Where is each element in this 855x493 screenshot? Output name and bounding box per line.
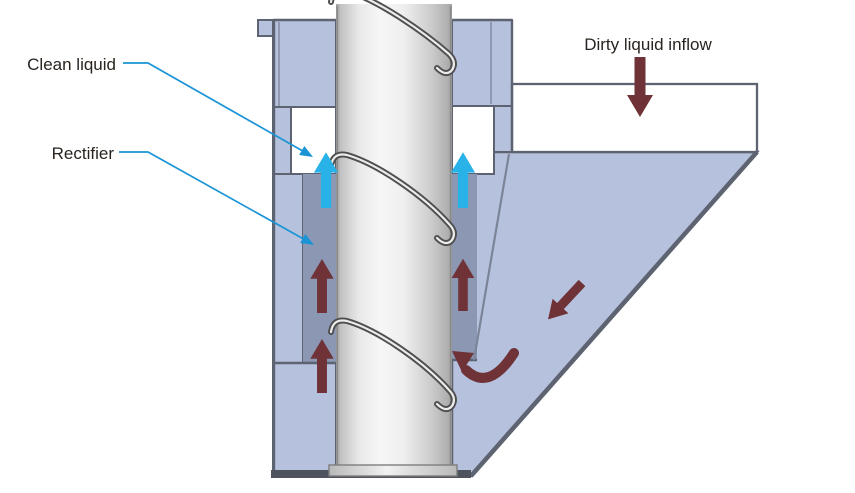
- funnel-outer-edge: [469, 150, 759, 478]
- leader-lines: [119, 62, 310, 243]
- spiral-turn-top-highlight: [329, 0, 456, 75]
- left-mid-panel: [272, 173, 304, 364]
- diagram-labels: Clean liquid Rectifier Dirty liquid infl…: [27, 35, 712, 163]
- funnel-inner-edge: [472, 153, 511, 361]
- screw-spiral: [328, 0, 457, 412]
- dirty-flow-arrows: [310, 57, 653, 393]
- leader-rectifier: [119, 151, 310, 243]
- cavities: [290, 82, 759, 175]
- left-outlet-side-strip: [272, 106, 292, 175]
- screw-shaft: [328, 4, 458, 477]
- spiral-turn-bottom-highlight: [329, 319, 456, 411]
- turn-arrow-head-icon: [452, 351, 474, 372]
- right-outlet-side-strip: [493, 105, 513, 153]
- label-clean-liquid: Clean liquid: [27, 55, 116, 74]
- inflow-channel: [510, 82, 759, 154]
- shaft-body: [336, 4, 452, 467]
- label-rectifier: Rectifier: [52, 144, 115, 163]
- shaft-flange: [328, 464, 458, 477]
- soft-seam-lines: [278, 22, 511, 361]
- spiral-turn-middle-highlight: [329, 153, 456, 245]
- label-dirty-inflow: Dirty liquid inflow: [584, 35, 712, 54]
- housing-panels: [257, 19, 760, 478]
- leader-clean-liquid: [123, 62, 309, 155]
- right-upper-wall: [451, 19, 513, 107]
- turn-arrow-tail-icon: [461, 348, 519, 383]
- left-upper-wall: [272, 19, 337, 108]
